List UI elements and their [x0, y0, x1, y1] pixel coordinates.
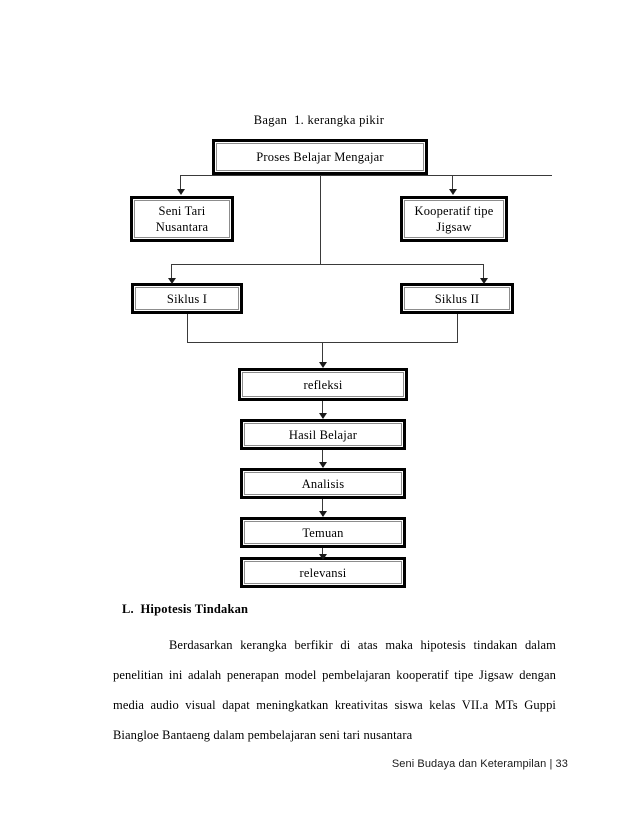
- node-label: Proses Belajar Mengajar: [256, 150, 384, 164]
- arrowhead-left-branch: [177, 189, 185, 195]
- page-footer: Seni Budaya dan Keterampilan | 33: [391, 758, 568, 770]
- connector-refleksi-to-hasil: [322, 401, 323, 418]
- node-temuan: Temuan: [240, 517, 406, 548]
- connector-to-siklus-ii: [483, 264, 484, 280]
- node-label: Hasil Belajar: [288, 427, 358, 442]
- connector-root-bus: [180, 175, 552, 176]
- connector-hasil-to-analisis: [322, 450, 323, 467]
- node-label-line1: Seni Tari: [158, 204, 206, 218]
- connector-siklus-bus: [171, 264, 483, 265]
- connector-to-siklus-i: [171, 264, 172, 280]
- arrowhead-refleksi: [319, 362, 327, 368]
- connector-to-left-branch: [180, 175, 181, 191]
- node-label: Siklus I: [166, 291, 208, 306]
- node-label: Analisis: [301, 476, 345, 491]
- connector-center-spine: [320, 175, 321, 264]
- connector-siklus-ii-down: [457, 314, 458, 342]
- arrowhead-analisis: [319, 462, 327, 468]
- connector-siklus-i-down: [187, 314, 188, 342]
- arrowhead-hasil-belajar: [319, 413, 327, 419]
- node-refleksi: refleksi: [238, 368, 408, 401]
- arrowhead-siklus-ii: [480, 278, 488, 284]
- node-analisis: Analisis: [240, 468, 406, 499]
- node-relevansi: relevansi: [240, 557, 406, 588]
- node-siklus-i: Siklus I: [131, 283, 243, 314]
- diagram-caption: Bagan 1. kerangka pikir: [253, 113, 385, 127]
- connector-to-refleksi: [322, 342, 323, 365]
- arrowhead-siklus-i: [168, 278, 176, 284]
- connector-analisis-to-temuan: [322, 499, 323, 516]
- node-label: relevansi: [299, 565, 347, 580]
- node-label: Siklus II: [434, 291, 480, 306]
- connector-to-right-branch: [452, 175, 453, 191]
- node-proses-belajar-mengajar: Proses Belajar Mengajar: [212, 139, 428, 175]
- arrowhead-temuan: [319, 511, 327, 517]
- node-siklus-ii: Siklus II: [400, 283, 514, 314]
- node-label-line1: Kooperatif tipe: [414, 204, 494, 218]
- node-label-line2: Nusantara: [155, 220, 209, 234]
- arrowhead-relevansi: [319, 554, 327, 560]
- section-heading: L. Hipotesis Tindakan: [122, 602, 249, 616]
- section-paragraph: Berdasarkan kerangka berfikir di atas ma…: [113, 638, 556, 742]
- node-label: Temuan: [302, 525, 344, 540]
- node-hasil-belajar: Hasil Belajar: [240, 419, 406, 450]
- arrowhead-right-branch: [449, 189, 457, 195]
- framework-flowchart: Bagan 1. kerangka pikir Proses Belajar M…: [130, 113, 552, 588]
- node-label: refleksi: [303, 377, 343, 392]
- node-label-line2: Jigsaw: [436, 220, 472, 234]
